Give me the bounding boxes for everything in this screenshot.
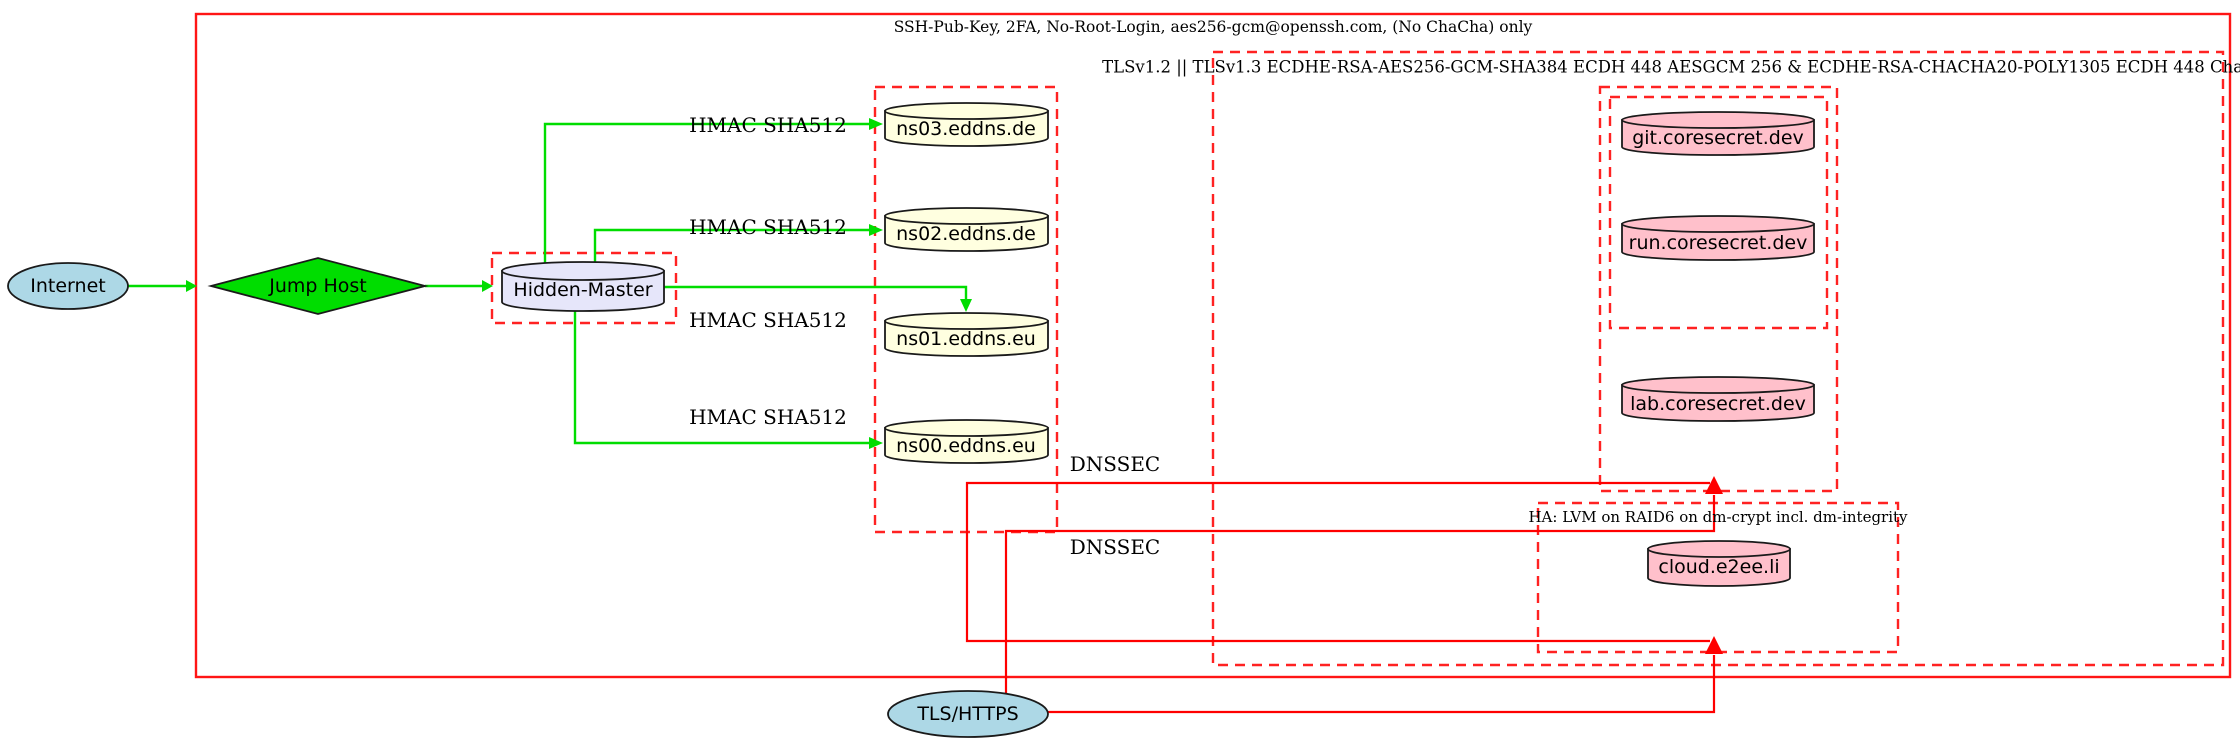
- hmac-label-ns00: HMAC SHA512: [689, 405, 847, 429]
- edge-tlshttps-to-ha: [1048, 655, 1716, 714]
- arrowhead-ns03-icon: [869, 118, 883, 130]
- ns02-label: ns02.eddns.de: [896, 223, 1036, 245]
- ns00-cylinder-top: [884, 419, 1049, 437]
- ns03-node: ns03.eddns.de: [884, 102, 1049, 147]
- dnssec-label-1: DNSSEC: [1070, 452, 1161, 476]
- ns03-label: ns03.eddns.de: [896, 118, 1036, 140]
- ssh-cluster-label: SSH-Pub-Key, 2FA, No-Root-Login, aes256-…: [894, 18, 1533, 36]
- edge-hiddenmaster-to-ns00: [573, 310, 869, 445]
- jump-host-node: [207, 257, 429, 315]
- arrowhead-ha-icon: [1705, 636, 1723, 654]
- arrowhead-internet-icon: [186, 280, 197, 292]
- ns02-cylinder-top: [884, 207, 1049, 225]
- cloud-label: cloud.e2ee.li: [1658, 556, 1779, 578]
- ns01-cylinder-body: [884, 320, 1049, 357]
- run-label: run.coresecret.dev: [1629, 232, 1808, 254]
- tls-https-node: [887, 690, 1049, 738]
- coresecret-inner-cluster-box: [1608, 95, 1829, 330]
- ha-cluster-label: HA: LVM on RAID6 on dm-crypt incl. dm-in…: [1528, 508, 1908, 526]
- run-node: run.coresecret.dev: [1621, 215, 1815, 261]
- lab-cylinder-body: [1621, 384, 1815, 422]
- edge-dnssec-branch: [965, 481, 1710, 643]
- lab-cylinder-top: [1621, 376, 1815, 394]
- hidden-master-cylinder-top: [501, 261, 665, 281]
- lab-label: lab.coresecret.dev: [1630, 393, 1806, 415]
- edge-hiddenmaster-to-ns03: [543, 122, 869, 265]
- arrowhead-coresecret-icon: [1705, 476, 1723, 494]
- arrowhead-ns01-icon: [960, 299, 972, 312]
- ns02-node: ns02.eddns.de: [884, 207, 1049, 252]
- ns01-node: ns01.eddns.eu: [884, 312, 1049, 357]
- git-label: git.coresecret.dev: [1632, 127, 1804, 149]
- hidden-master-label: Hidden-Master: [513, 279, 652, 301]
- arrowhead-hiddenmaster-icon: [482, 280, 493, 292]
- git-cylinder-top: [1621, 111, 1815, 129]
- jump-host-label: Jump Host: [268, 275, 367, 297]
- run-cylinder-body: [1621, 223, 1815, 261]
- ns03-cylinder-top: [884, 102, 1049, 120]
- hidden-master-node: Hidden-Master: [501, 261, 665, 312]
- internet-node: [7, 262, 129, 310]
- arrowhead-ns02-icon: [869, 224, 883, 236]
- ns02-cylinder-body: [884, 215, 1049, 252]
- edge-hiddenmaster-to-ns02: [593, 228, 869, 263]
- hidden-master-cylinder-body: [501, 270, 665, 312]
- ssh-cluster-box: [194, 12, 2232, 679]
- dnssec-label-2: DNSSEC: [1070, 535, 1161, 559]
- edge-tlshttps-to-coresecret: [1004, 495, 1716, 694]
- coresecret-outer-cluster-box: [1598, 85, 1839, 493]
- ns00-label: ns00.eddns.eu: [896, 435, 1036, 457]
- git-node: git.coresecret.dev: [1621, 111, 1815, 156]
- ns00-cylinder-body: [884, 427, 1049, 464]
- edge-hiddenmaster-to-ns01: [664, 285, 968, 299]
- hidden-master-cluster-box: [490, 251, 678, 325]
- hmac-label-ns03: HMAC SHA512: [689, 113, 847, 137]
- ns03-cylinder-body: [884, 110, 1049, 147]
- hmac-label-ns01: HMAC SHA512: [689, 308, 847, 332]
- hmac-label-ns02: HMAC SHA512: [689, 215, 847, 239]
- ns01-label: ns01.eddns.eu: [896, 328, 1036, 350]
- ns01-cylinder-top: [884, 312, 1049, 330]
- ns00-node: ns00.eddns.eu: [884, 419, 1049, 464]
- arrowhead-ns00-icon: [869, 437, 883, 449]
- cloud-cylinder-body: [1647, 548, 1791, 587]
- git-cylinder-body: [1621, 119, 1815, 156]
- tls-cluster-box: [1211, 50, 2225, 667]
- internet-label: Internet: [30, 275, 105, 297]
- cloud-cylinder-top: [1647, 540, 1791, 558]
- run-cylinder-top: [1621, 215, 1815, 233]
- tls-https-label: TLS/HTTPS: [916, 703, 1018, 725]
- cloud-node: cloud.e2ee.li: [1647, 540, 1791, 587]
- lab-node: lab.coresecret.dev: [1621, 376, 1815, 422]
- tls-cluster-label: TLSv1.2 || TLSv1.3 ECDHE-RSA-AES256-GCM-…: [1102, 58, 2240, 77]
